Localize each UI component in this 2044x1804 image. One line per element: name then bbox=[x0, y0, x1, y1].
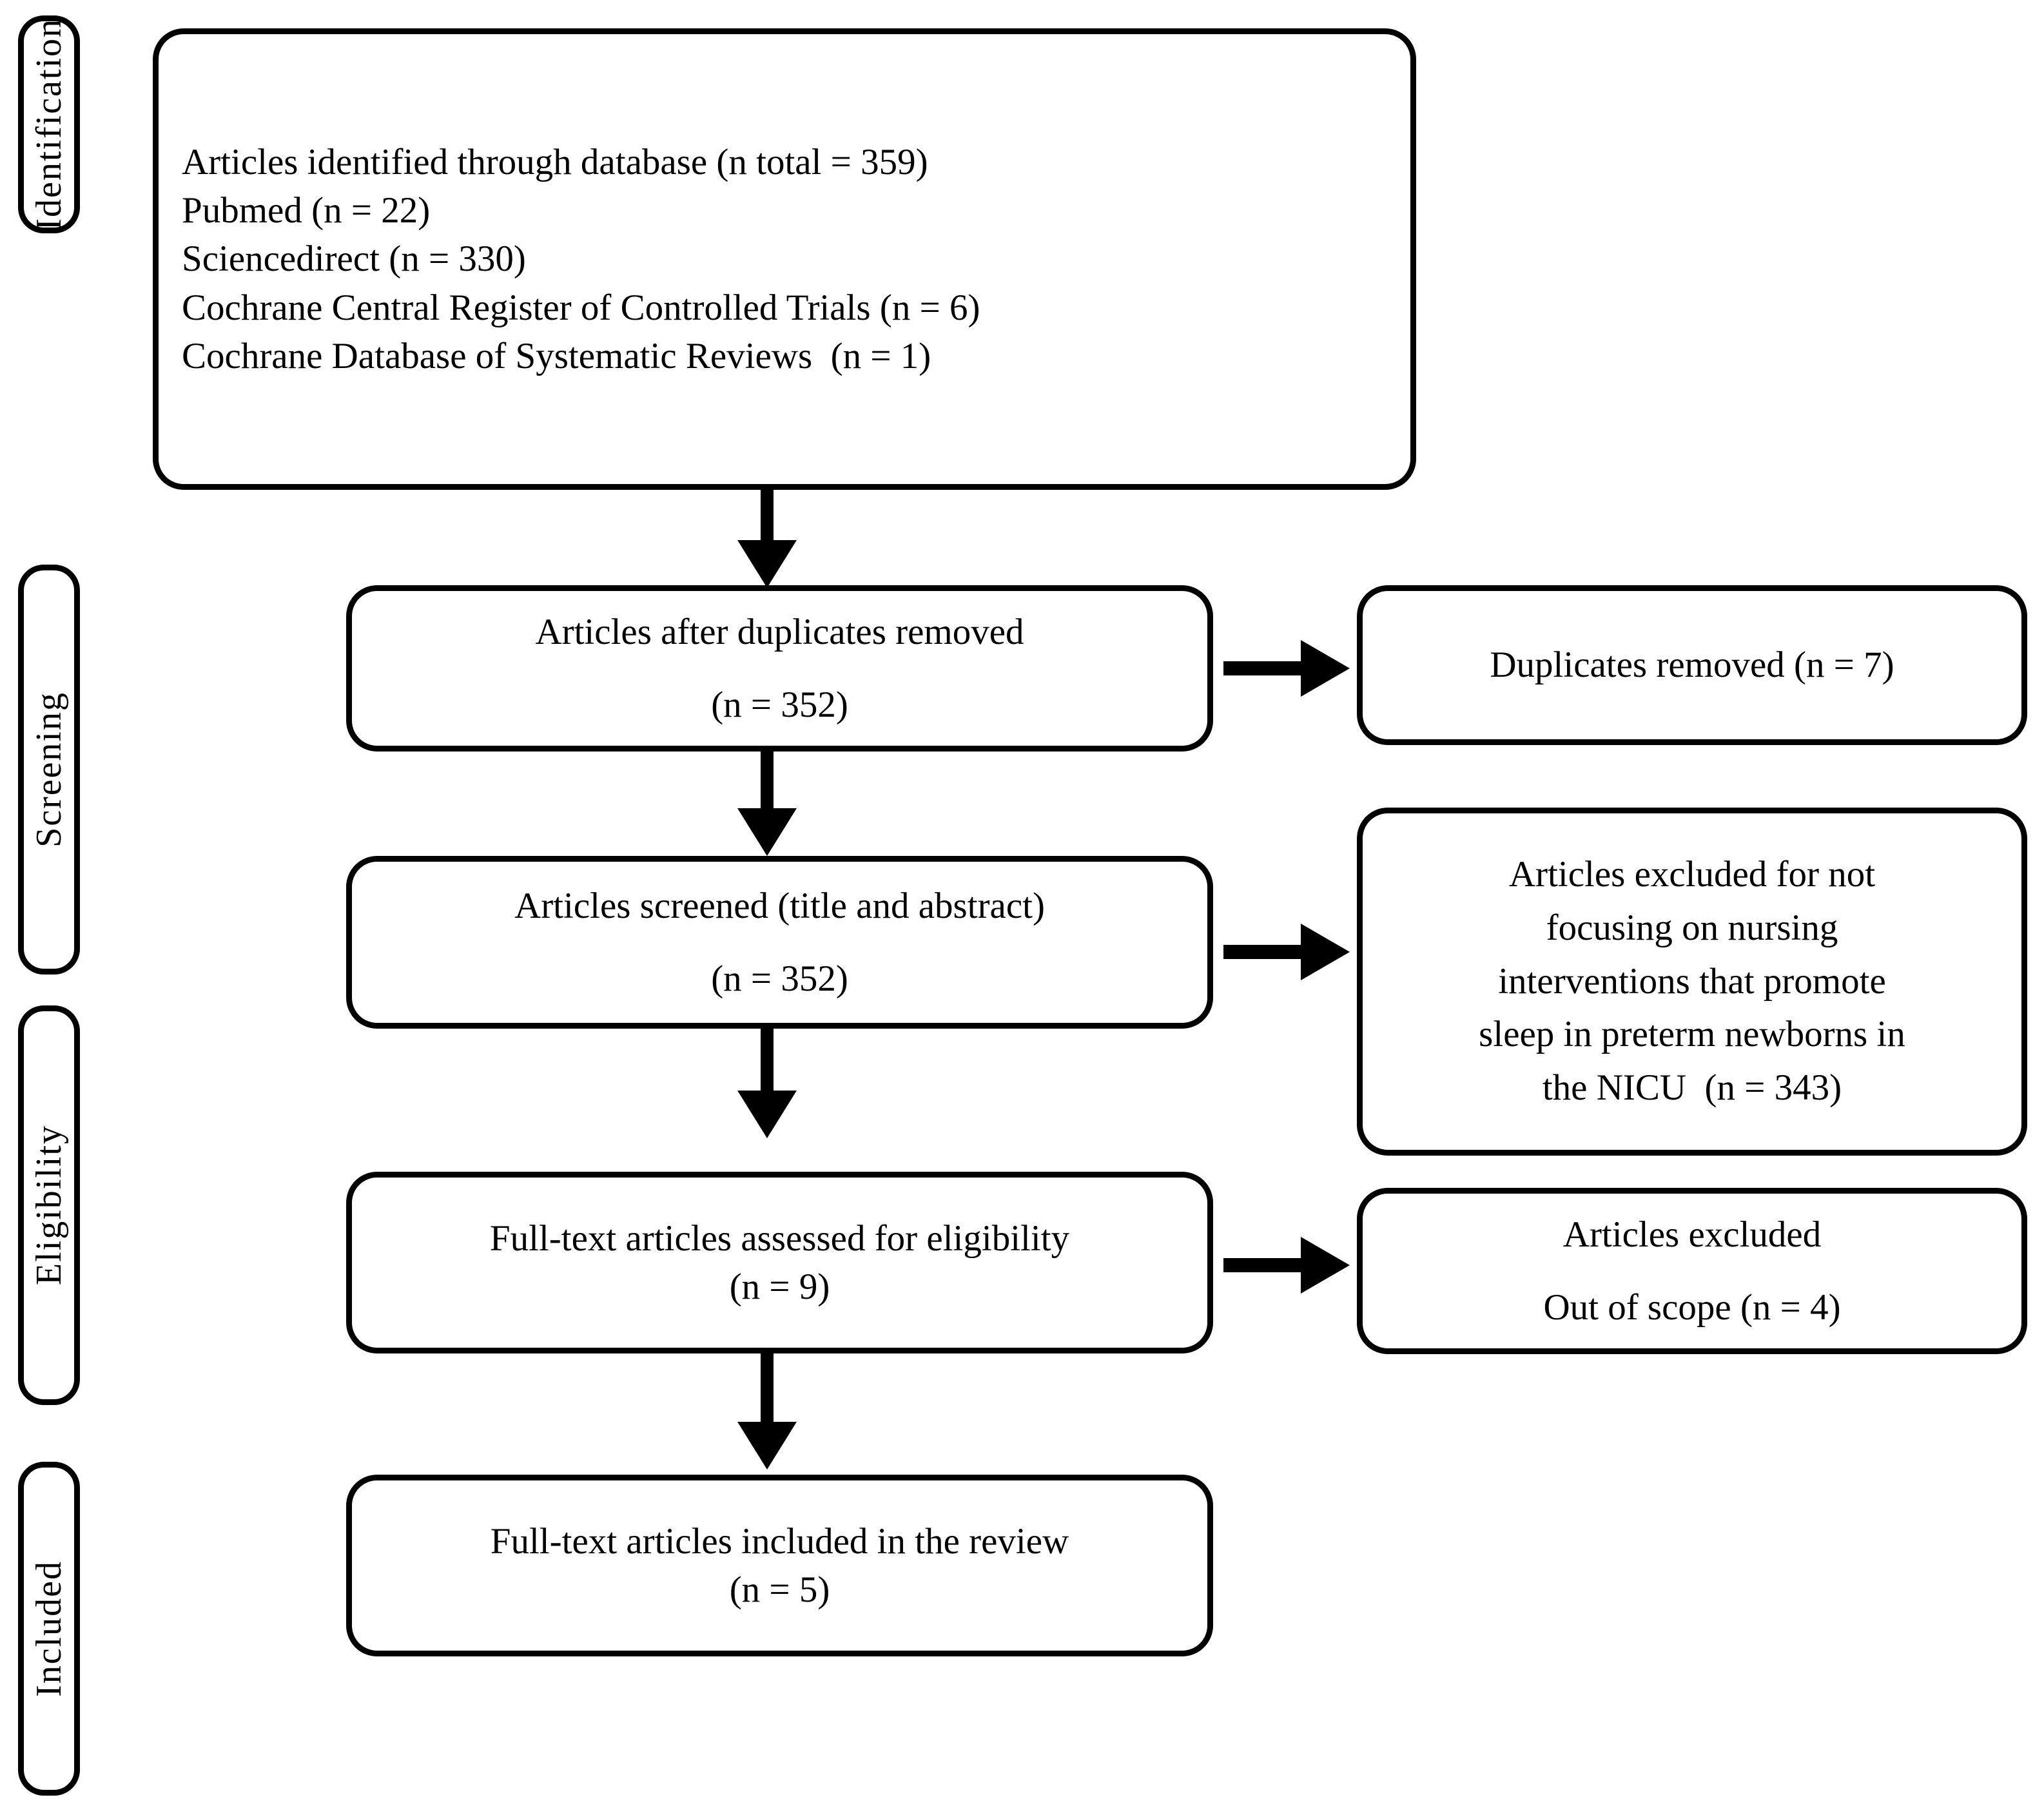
duplicates-removed-text: Duplicates removed (n = 7) bbox=[1490, 645, 1894, 686]
stage-box-identification: Identification bbox=[18, 15, 80, 233]
after-duplicates-count: (n = 352) bbox=[711, 684, 848, 725]
stage-box-eligibility: Eligibility bbox=[18, 1005, 80, 1405]
excluded-not-focusing-line-3: interventions that promote bbox=[1498, 960, 1886, 1002]
arrow-screened-to-eligibility bbox=[735, 1029, 799, 1138]
arrow-to-excluded-not-focusing bbox=[1223, 923, 1350, 981]
stage-box-included: Included bbox=[18, 1462, 80, 1796]
excluded-out-of-scope-title: Articles excluded bbox=[1562, 1214, 1822, 1255]
excluded-not-focusing-line-5: the NICU (n = 343) bbox=[1542, 1067, 1842, 1108]
identification-line-1: Articles identified through database (n … bbox=[182, 141, 928, 182]
articles-screened-count: (n = 352) bbox=[711, 958, 848, 999]
after-duplicates-title: Articles after duplicates removed bbox=[535, 611, 1024, 652]
node-identification: Articles identified through database (n … bbox=[153, 28, 1416, 490]
arrow-identification-to-duplicates bbox=[735, 490, 799, 588]
excluded-not-focusing-line-2: focusing on nursing bbox=[1546, 907, 1838, 949]
node-included-final: Full-text articles included in the revie… bbox=[346, 1475, 1213, 1656]
arrow-duplicates-to-screened bbox=[735, 752, 799, 856]
excluded-not-focusing-line-4: sleep in preterm newborns in bbox=[1479, 1014, 1905, 1055]
arrow-to-duplicates-removed bbox=[1223, 639, 1350, 697]
stage-label-included: Included bbox=[29, 1560, 69, 1697]
identification-line-4: Cochrane Central Register of Controlled … bbox=[182, 287, 980, 328]
node-excluded-not-focusing: Articles excluded for not focusing on nu… bbox=[1357, 808, 2027, 1156]
arrow-to-excluded-out-of-scope bbox=[1223, 1236, 1350, 1294]
included-final-title: Full-text articles included in the revie… bbox=[490, 1520, 1069, 1562]
identification-line-3: Sciencedirect (n = 330) bbox=[182, 238, 526, 280]
stage-label-screening: Screening bbox=[29, 692, 69, 848]
node-fulltext-assessed: Full-text articles assessed for eligibil… bbox=[346, 1172, 1213, 1353]
identification-line-5: Cochrane Database of Systematic Reviews … bbox=[182, 335, 931, 376]
excluded-not-focusing-line-1: Articles excluded for not bbox=[1508, 854, 1876, 895]
excluded-out-of-scope-count: Out of scope (n = 4) bbox=[1543, 1287, 1841, 1328]
arrow-eligibility-to-included bbox=[735, 1353, 799, 1469]
identification-line-2: Pubmed (n = 22) bbox=[182, 190, 431, 231]
fulltext-assessed-count: (n = 9) bbox=[729, 1266, 830, 1307]
fulltext-assessed-title: Full-text articles assessed for eligibil… bbox=[489, 1217, 1070, 1259]
included-final-count: (n = 5) bbox=[729, 1569, 830, 1610]
node-after-duplicates-removed: Articles after duplicates removed (n = 3… bbox=[346, 585, 1213, 752]
node-articles-screened: Articles screened (title and abstract) (… bbox=[346, 856, 1213, 1029]
node-duplicates-removed: Duplicates removed (n = 7) bbox=[1357, 585, 2027, 745]
stage-label-eligibility: Eligibility bbox=[29, 1125, 69, 1286]
stage-label-identification: Identification bbox=[29, 18, 69, 231]
stage-box-screening: Screening bbox=[18, 565, 80, 975]
node-excluded-out-of-scope: Articles excluded Out of scope (n = 4) bbox=[1357, 1188, 2027, 1354]
articles-screened-title: Articles screened (title and abstract) bbox=[514, 885, 1045, 926]
